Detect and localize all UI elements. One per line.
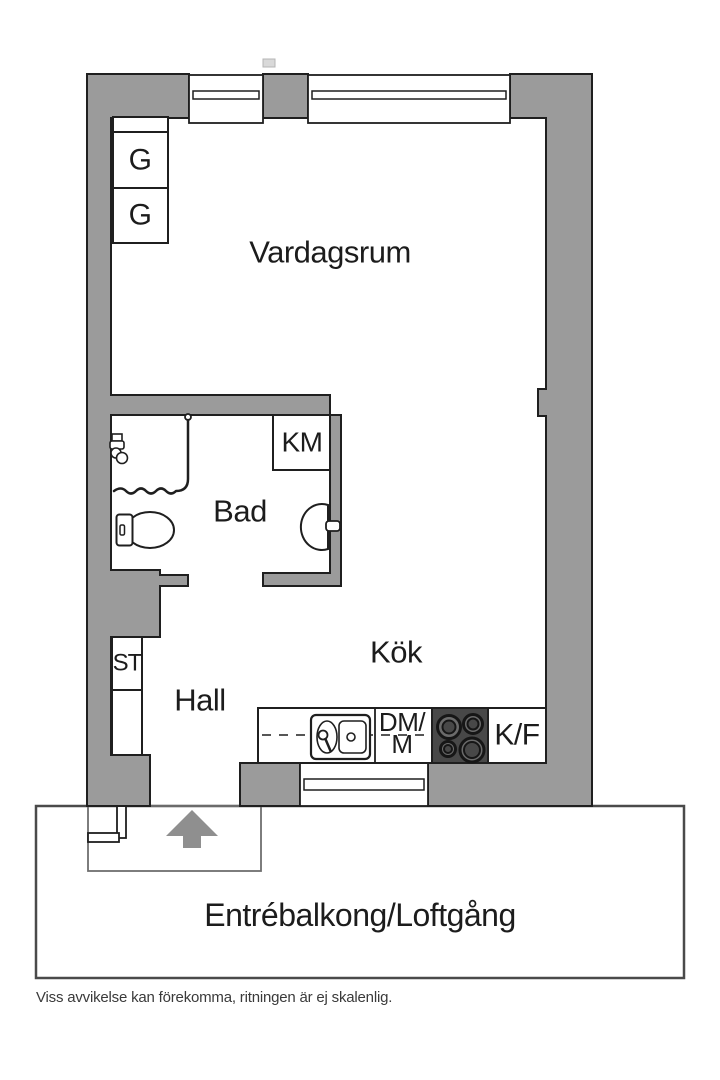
- toilet-icon: [115, 511, 175, 549]
- room-label-living-room: Vardagsrum: [249, 234, 411, 270]
- disclaimer-text: Viss avvikelse kan förekomma, ritningen …: [36, 989, 393, 1006]
- shower-mixer-icon: [109, 433, 129, 465]
- stove-icon: [431, 707, 489, 764]
- washbasin-icon: [299, 503, 341, 551]
- label-cleaning-closet: ST: [112, 649, 143, 677]
- kitchen-counter: [257, 707, 547, 764]
- room-label-bathroom: Bad: [213, 493, 267, 529]
- window-icon: [307, 74, 511, 124]
- vent-tick: [262, 58, 276, 68]
- label-dishwasher-line1: DM/: [378, 707, 426, 737]
- shower-curtain-icon: [112, 413, 192, 495]
- window-icon: [188, 74, 264, 124]
- entry-arrow-icon: [166, 810, 218, 848]
- wardrobe-unit: [112, 116, 169, 244]
- label-washing-machine: KM: [281, 426, 324, 458]
- window-icon: [299, 762, 429, 807]
- label-dishwasher-line2: M: [391, 729, 413, 759]
- balcony-outline: [34, 804, 686, 980]
- label-wardrobe-2: G: [128, 198, 152, 232]
- wall-right: [427, 73, 593, 807]
- label-fridge-freezer: K/F: [494, 718, 540, 752]
- cleaning-closet-box: [111, 636, 143, 756]
- label-dishwasher-micro: DM/ M: [379, 709, 426, 757]
- wall-bathroom-right: [262, 414, 342, 587]
- kitchen-sink-icon: [309, 713, 372, 761]
- label-wardrobe-1: G: [128, 143, 152, 177]
- wall-bottom-segment: [239, 762, 301, 807]
- room-label-hall: Hall: [174, 682, 226, 718]
- room-label-balcony: Entrébalkong/Loftgång: [204, 897, 516, 934]
- washing-machine-box: [272, 414, 331, 471]
- wall-window-pier: [262, 73, 309, 119]
- room-label-kitchen: Kök: [370, 634, 422, 670]
